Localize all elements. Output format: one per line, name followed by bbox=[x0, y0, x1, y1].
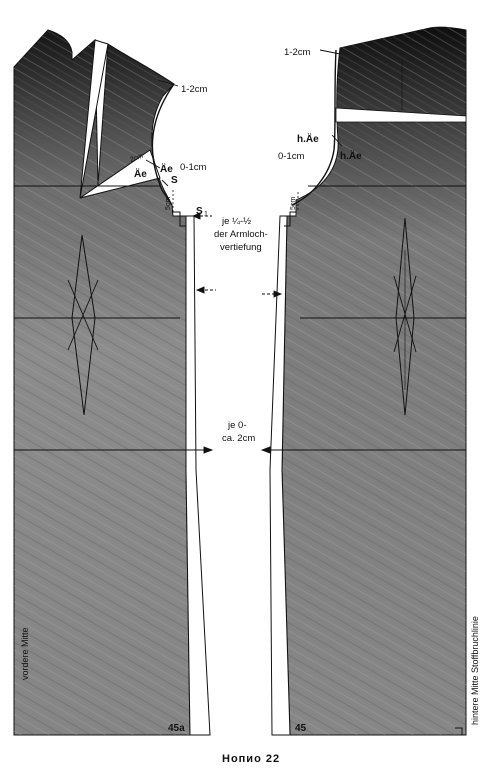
back-piece-number: 45 bbox=[295, 723, 307, 734]
back-notch bbox=[284, 211, 296, 227]
back-corner-mark bbox=[455, 727, 463, 735]
figure-caption: Нопио 22 bbox=[222, 753, 280, 765]
dart-2cm-label: 2cm bbox=[129, 153, 144, 164]
back-yoke-strip bbox=[335, 107, 467, 123]
back-waist-dart bbox=[395, 217, 415, 416]
dim-5cm-back-label: 5cm bbox=[290, 197, 297, 210]
back-armhole-line bbox=[291, 49, 337, 206]
front-dart-cross-2 bbox=[67, 279, 99, 351]
back-h-ae-lower-label: h.Äe bbox=[340, 149, 362, 162]
front-piece-number: 45a bbox=[168, 723, 185, 734]
point-s1-label: S bbox=[196, 206, 203, 217]
tolerance-front-label: 0-1cm bbox=[180, 162, 206, 173]
back-piece-texture bbox=[282, 27, 466, 736]
front-waist-dart bbox=[71, 234, 96, 416]
front-piece-texture bbox=[14, 30, 190, 735]
armhole-note-line3: vertiefung bbox=[220, 242, 262, 253]
waist-note-line2: ca. 2cm bbox=[222, 433, 255, 444]
front-bodice-piece bbox=[13, 29, 211, 736]
back-bodice-piece bbox=[269, 26, 467, 736]
back-center-label: hintere Mitte Stoffbruchlinie bbox=[470, 616, 480, 725]
front-notch bbox=[172, 211, 186, 227]
annotation-lines bbox=[14, 49, 466, 454]
armhole-note-line2: der Armloch- bbox=[214, 229, 268, 240]
dim-5cm-front-label: 5cm bbox=[165, 197, 172, 210]
armhole-back-label: 1-2cm bbox=[284, 47, 310, 58]
ae-upper-label: Äe bbox=[160, 162, 173, 175]
front-side-seam-strip bbox=[185, 215, 211, 736]
waist-note-line1: je 0- bbox=[227, 420, 246, 431]
front-neck-dart bbox=[79, 39, 109, 199]
ae-lower-label: Äe bbox=[134, 167, 147, 180]
front-center-label: vordere Mitte bbox=[20, 627, 30, 680]
back-side-seam-strip bbox=[269, 215, 291, 736]
armhole-note-line1: je ¼-½ bbox=[221, 216, 251, 227]
armhole-front-label: 1-2cm bbox=[181, 84, 207, 95]
back-h-ae-upper-label: h.Äe bbox=[297, 132, 319, 145]
front-armhole-line bbox=[151, 83, 175, 206]
point-s-label: S bbox=[171, 175, 178, 186]
back-tolerance-label: 0-1cm bbox=[278, 151, 304, 162]
point-s1-sub: 1 bbox=[204, 211, 208, 218]
